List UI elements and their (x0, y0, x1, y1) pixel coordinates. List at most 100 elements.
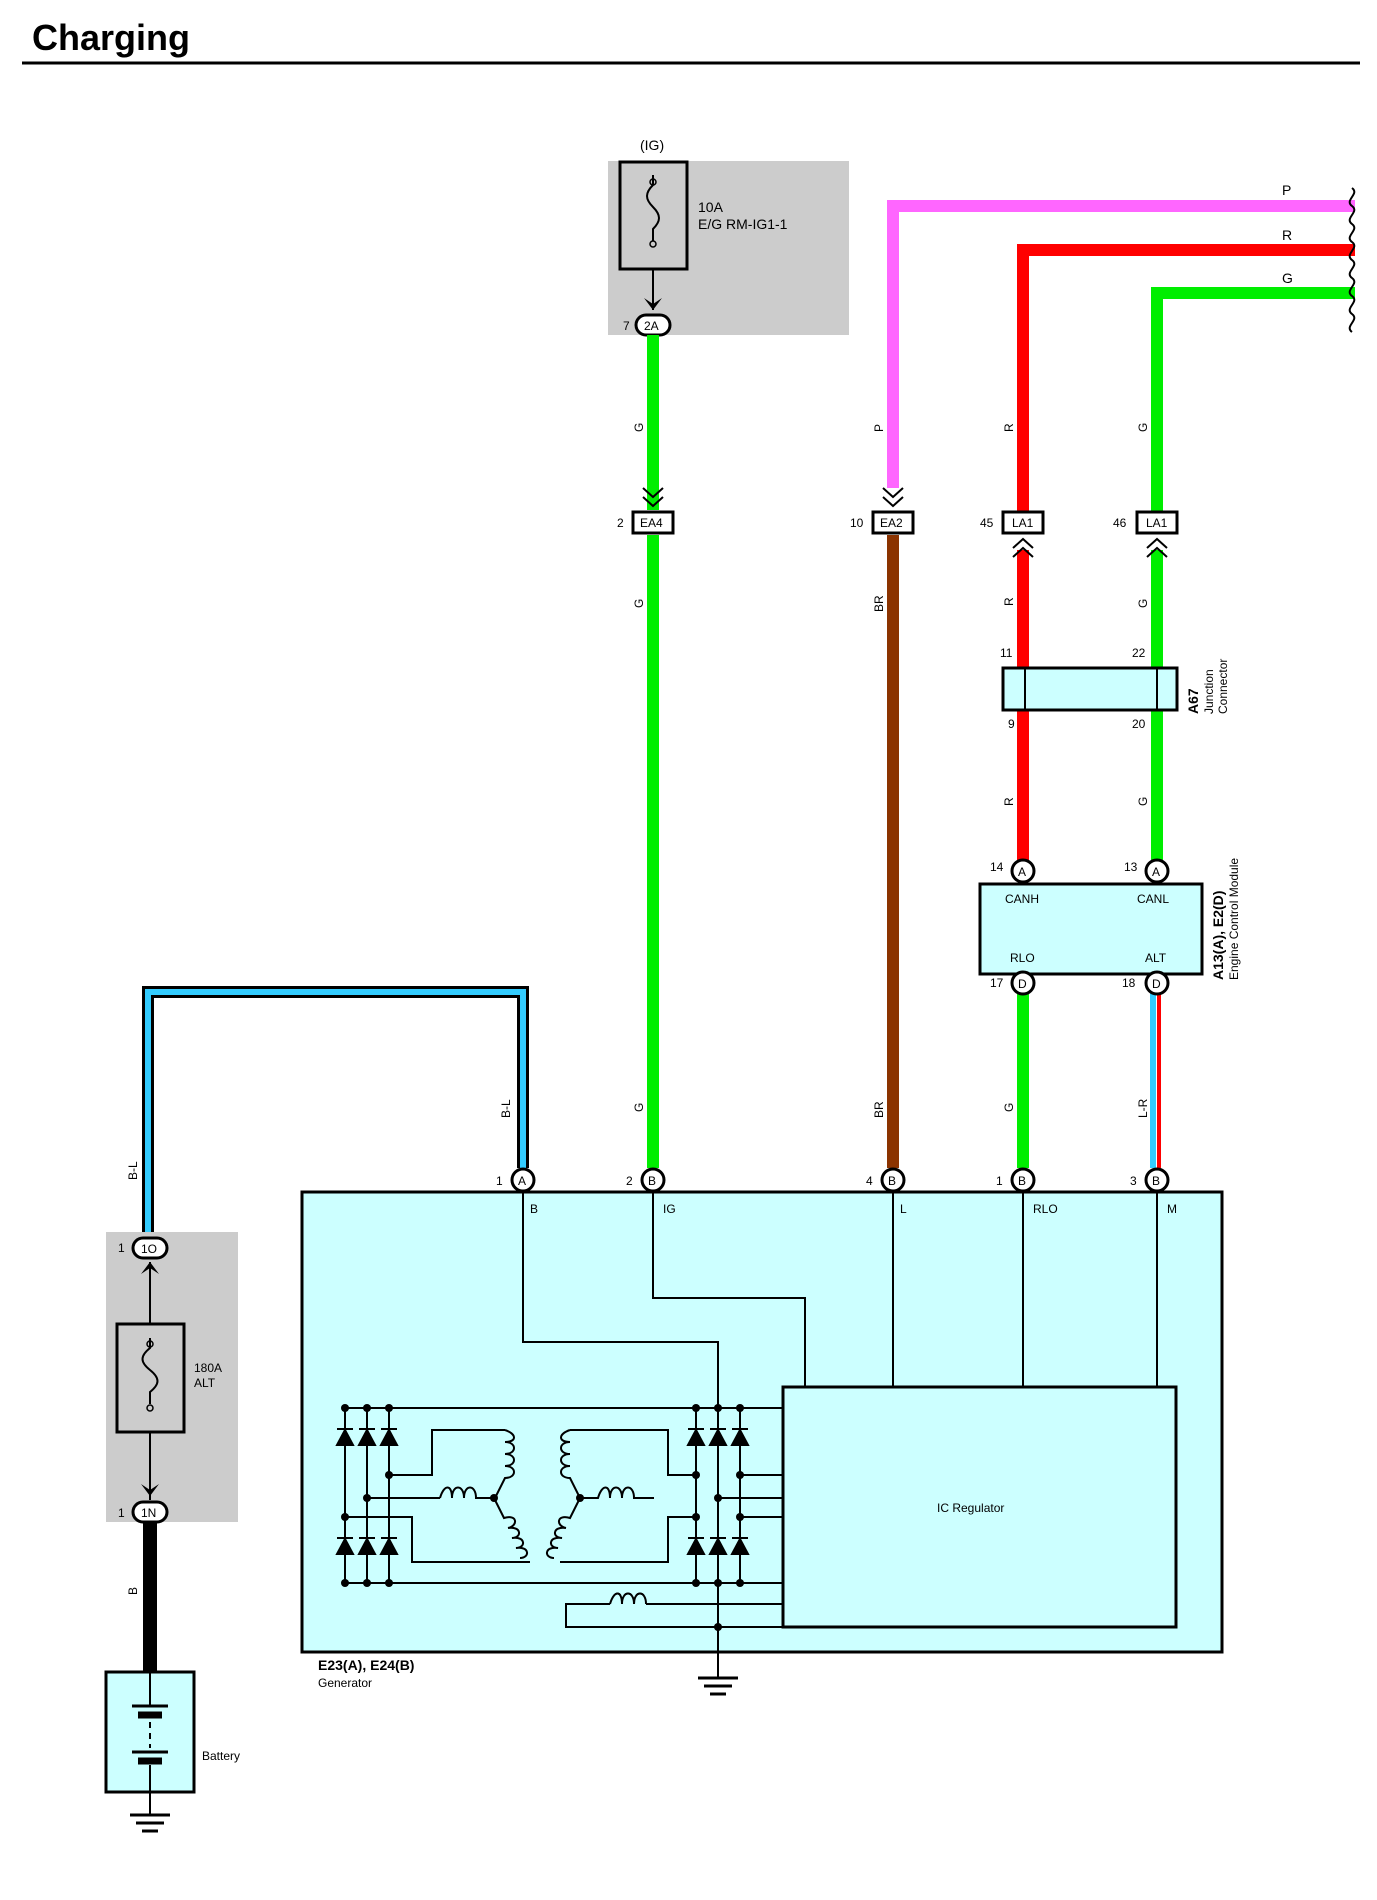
wire-label-g-rlo: G (1002, 1103, 1016, 1112)
connector-arrow-icon (642, 487, 664, 508)
alt-bottom-pin: 1 (118, 1506, 125, 1520)
alt-fuse-box: 1 1O 180A ALT 1 1N (106, 1232, 238, 1524)
la1-r-pin: 45 (980, 516, 994, 530)
terminal-l: 4 B L (866, 1167, 907, 1216)
ig-fuse-box: (IG) 10A E/G RM-IG1-1 7 2A (608, 137, 849, 337)
fuse-terminal-icon (649, 240, 657, 248)
ecm-pin-18: 18 (1122, 976, 1136, 990)
terminal-m: 3 B M (1130, 1167, 1177, 1216)
wire-label-g-ig2: G (632, 599, 646, 608)
terminal-rlo-pin: 1 (996, 1174, 1003, 1188)
wire-label-bl1: B-L (499, 1099, 513, 1118)
terminal-b-pin: 1 (496, 1174, 503, 1188)
wire-g-la1 (1151, 287, 1355, 522)
wire-label-r1: R (1002, 423, 1016, 432)
generator: 1 A B 2 B IG 4 B L 1 B RLO 3 B M (300, 1167, 1224, 1690)
terminal-ig-conn: B (648, 1174, 656, 1188)
connector-ea4: 2 EA4 (617, 487, 675, 535)
ig-fuse-rating: 10A (698, 199, 724, 215)
ecm-connector-a-1 (1010, 858, 1036, 884)
ea4-name: EA4 (640, 516, 663, 530)
alt-fuse-box-bg (106, 1232, 238, 1522)
wire-label-g2: G (1136, 599, 1150, 608)
ecm-box (978, 882, 1204, 976)
terminal-m-pin: 3 (1130, 1174, 1137, 1188)
junction-pin-20: 20 (1132, 717, 1146, 731)
wire-label-g-ig3: G (632, 1103, 646, 1112)
ecm-id: A13(A), E2(D) (1210, 891, 1226, 980)
wire-bl (145, 989, 526, 1233)
terminal-b-name: B (530, 1202, 538, 1216)
terminal-m-conn: B (1152, 1174, 1160, 1188)
la1-r-name: LA1 (1012, 516, 1034, 530)
connector-la1-g: 46 LA1 (1113, 510, 1179, 558)
ecm-pin-14: 14 (990, 860, 1004, 874)
connector-arrow-icon (1012, 537, 1034, 558)
battery: Battery (104, 1670, 240, 1815)
connector-arrow-icon (644, 298, 662, 310)
ecm-conn-a-1: A (1018, 865, 1026, 879)
wire-label-br2: BR (872, 1101, 886, 1118)
ea4-box (631, 510, 675, 535)
terminal-b: 1 A B (496, 1167, 538, 1216)
connector-arrow-icon (1146, 537, 1168, 558)
terminal-rlo-conn: B (1018, 1174, 1026, 1188)
stator-coil-left-icon (345, 1429, 530, 1563)
ig-connector-pin: 7 (623, 319, 630, 333)
wire-label-lr: L-R (1136, 1098, 1150, 1118)
ig-relay-box-bg (608, 161, 849, 335)
terminal-l-pin: 4 (866, 1174, 873, 1188)
wire-label-p: P (872, 424, 886, 432)
wire-label-r2: R (1002, 597, 1016, 606)
wire-label-g-top: G (1282, 270, 1293, 286)
wire-label-g-ig1: G (632, 423, 646, 432)
ig-label: (IG) (640, 137, 664, 153)
ecm-conn-d-1: D (1018, 977, 1027, 991)
stator-coil-right-icon (546, 1429, 696, 1563)
junction-id: A67 (1185, 688, 1201, 714)
la1-g-box (1135, 510, 1179, 535)
connector-la1-r: 45 LA1 (980, 510, 1045, 558)
ic-regulator (781, 1385, 1178, 1629)
wire-label-r3: R (1002, 797, 1016, 806)
engine-control-module: 14 A 13 A CANH CANL RLO ALT 17 D 18 D A1… (978, 858, 1241, 996)
wire-label-g1: G (1136, 423, 1150, 432)
alt-top-connector (131, 1236, 169, 1260)
ecm-name: Engine Control Module (1227, 858, 1241, 980)
terminal-b-conn: A (518, 1174, 526, 1188)
ecm-conn-d-2: D (1152, 977, 1161, 991)
ea4-pin: 2 (617, 516, 624, 530)
junction-name2: Connector (1216, 659, 1230, 714)
la1-g-pin: 46 (1113, 516, 1127, 530)
terminal-m-name: M (1167, 1202, 1177, 1216)
connector-arrow-icon (141, 1484, 159, 1496)
ecm-connector-d-1 (1010, 970, 1036, 996)
ecm-label-rlo: RLO (1010, 951, 1035, 965)
wire-p (887, 200, 1355, 488)
la1-r-box (1001, 510, 1045, 535)
ig-connector-name: 2A (644, 319, 659, 333)
junction-pin-9: 9 (1008, 717, 1015, 731)
junction-pin-22: 22 (1132, 646, 1146, 660)
fuse-icon (646, 175, 660, 241)
page-title: Charging (32, 17, 190, 58)
junction-pin-11: 11 (1000, 646, 1013, 660)
ecm-label-canl: CANL (1137, 892, 1169, 906)
connector-arrow-icon (882, 487, 904, 508)
alt-bottom-connector-name: 1N (141, 1506, 156, 1520)
ea2-box (871, 510, 915, 535)
wire-label-r-top: R (1282, 227, 1292, 243)
fuse-terminal-icon (649, 178, 657, 186)
alt-fuse-name: ALT (194, 1376, 216, 1390)
wire-label-b: B (126, 1587, 140, 1595)
alt-top-pin: 1 (118, 1241, 125, 1255)
fuse-icon (141, 1338, 159, 1404)
generator-name: Generator (318, 1676, 372, 1690)
terminal-l-conn: B (888, 1174, 896, 1188)
ecm-conn-a-2: A (1152, 865, 1160, 879)
field-coil-icon (565, 1592, 783, 1631)
terminal-ig: 2 B IG (626, 1167, 676, 1216)
ecm-connector-d-2 (1144, 970, 1170, 996)
ea2-pin: 10 (850, 516, 864, 530)
